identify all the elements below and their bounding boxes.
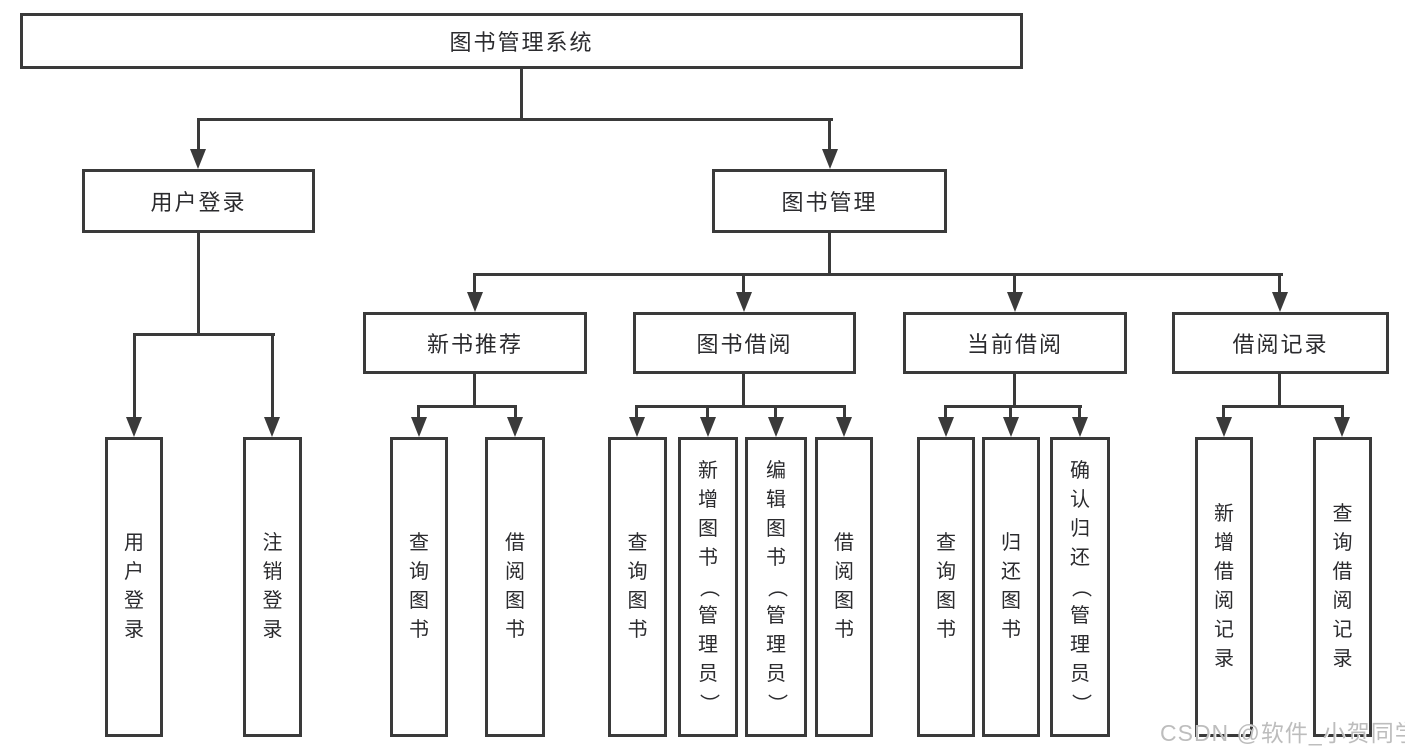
arrowhead [1072, 417, 1088, 437]
arrowhead [700, 417, 716, 437]
arrowhead [822, 149, 838, 169]
leaf-query-books-recommend: 查询图书 [390, 437, 448, 737]
arrowhead [264, 417, 280, 437]
connector-line [944, 405, 947, 419]
connector-line [520, 69, 523, 118]
leaf-return-book: 归还图书 [982, 437, 1040, 737]
arrowhead [1272, 292, 1288, 312]
arrowhead [411, 417, 427, 437]
arrowhead [1216, 417, 1232, 437]
connector-line [1341, 405, 1344, 419]
node-book-management: 图书管理 [712, 169, 947, 233]
connector-line [635, 405, 846, 408]
leaf-confirm-return-admin: 确认归还（管理员） [1050, 437, 1110, 737]
leaf-add-borrow-record: 新增借阅记录 [1195, 437, 1253, 737]
leaf-add-book-admin: 新增图书（管理员） [678, 437, 738, 737]
connector-line [635, 405, 638, 419]
node-borrow-records: 借阅记录 [1172, 312, 1389, 374]
node-current-borrow: 当前借阅 [903, 312, 1127, 374]
node-book-borrow: 图书借阅 [633, 312, 856, 374]
arrowhead [1003, 417, 1019, 437]
csdn-watermark: CSDN @软件_小贺同学 [1160, 720, 1405, 746]
arrowhead [1334, 417, 1350, 437]
arrowhead [836, 417, 852, 437]
leaf-edit-book-admin: 编辑图书（管理员） [745, 437, 807, 737]
connector-line [197, 118, 833, 121]
connector-line [271, 333, 274, 418]
connector-line [828, 233, 831, 276]
arrowhead [938, 417, 954, 437]
connector-line [1078, 405, 1081, 419]
connector-line [473, 273, 476, 294]
node-library-system: 图书管理系统 [20, 13, 1023, 69]
leaf-query-books-current: 查询图书 [917, 437, 975, 737]
arrowhead [1007, 292, 1023, 312]
connector-line [417, 405, 420, 419]
connector-line [133, 333, 136, 418]
arrowhead [629, 417, 645, 437]
connector-line [473, 273, 1283, 276]
node-new-book-recommend: 新书推荐 [363, 312, 587, 374]
connector-line [1222, 405, 1344, 408]
node-user-login: 用户登录 [82, 169, 315, 233]
connector-line [1009, 405, 1012, 419]
arrowhead [736, 292, 752, 312]
connector-line [197, 233, 200, 333]
connector-line [1013, 374, 1016, 408]
arrowhead [768, 417, 784, 437]
leaf-query-borrow-record: 查询借阅记录 [1313, 437, 1372, 737]
arrowhead [467, 292, 483, 312]
connector-line [473, 374, 476, 408]
leaf-logout: 注销登录 [243, 437, 302, 737]
leaf-query-books-borrow: 查询图书 [608, 437, 667, 737]
connector-line [514, 405, 517, 419]
connector-line [706, 405, 709, 419]
connector-line [742, 273, 745, 294]
connector-line [417, 405, 517, 408]
leaf-borrow-books: 借阅图书 [815, 437, 873, 737]
arrowhead [507, 417, 523, 437]
connector-line [843, 405, 846, 419]
connector-line [1278, 273, 1281, 294]
connector-line [133, 333, 275, 336]
leaf-user-login: 用户登录 [105, 437, 163, 737]
arrowhead [126, 417, 142, 437]
connector-line [1013, 273, 1016, 294]
connector-line [944, 405, 1082, 408]
connector-line [742, 374, 745, 408]
connector-line [828, 118, 831, 151]
leaf-borrow-books-recommend: 借阅图书 [485, 437, 545, 737]
connector-line [197, 118, 200, 151]
connector-line [1222, 405, 1225, 419]
connector-line [774, 405, 777, 419]
arrowhead [190, 149, 206, 169]
connector-line [1278, 373, 1281, 408]
